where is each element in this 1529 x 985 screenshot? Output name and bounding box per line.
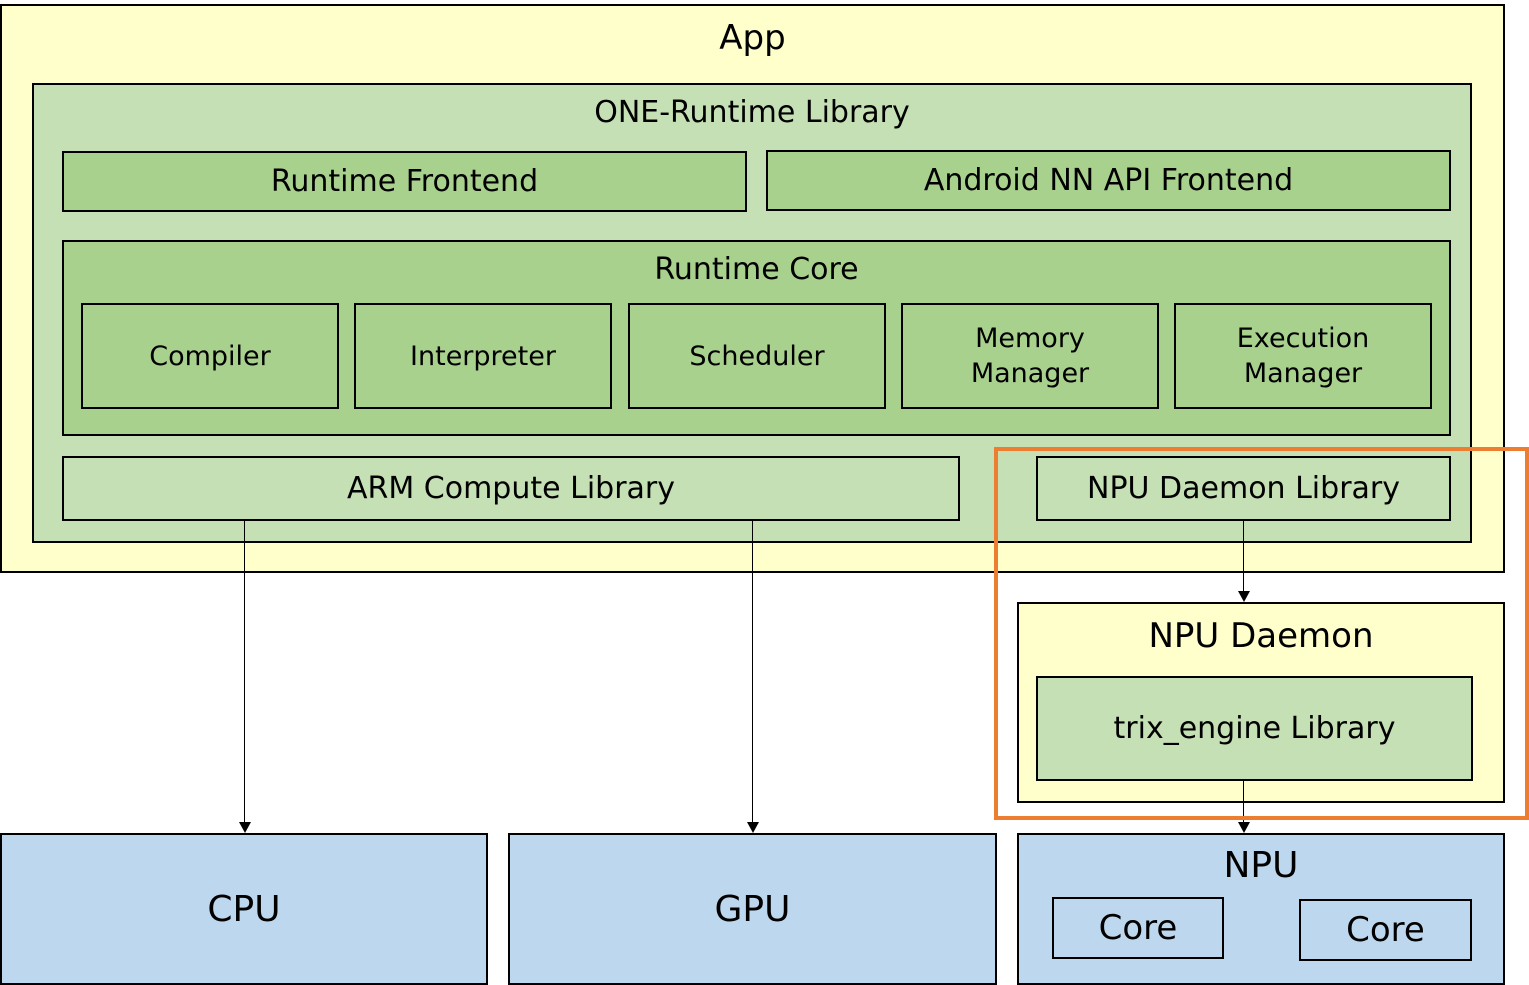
runtime-frontend: Runtime Frontend [62, 151, 747, 212]
runtime-frontend-label: Runtime Frontend [270, 164, 539, 199]
android-nn-api-frontend-label: Android NN API Frontend [923, 163, 1294, 198]
npu-core-1: Core [1052, 897, 1224, 959]
trix-engine-library-label: trix_engine Library [1113, 711, 1396, 746]
npu-lib-to-daemon-arrowhead-icon [1238, 591, 1250, 602]
trix-to-npu-arrowhead-icon [1238, 822, 1250, 833]
npu-core-1-label: Core [1098, 908, 1178, 948]
arm-compute-library: ARM Compute Library [62, 456, 960, 521]
arm-compute-library-label: ARM Compute Library [346, 471, 676, 506]
scheduler-module: Scheduler [628, 303, 886, 409]
memory-manager-module: Memory Manager [901, 303, 1159, 409]
one-runtime-library-title: ONE-Runtime Library [594, 95, 910, 130]
npu-path-highlight [994, 447, 1529, 820]
npu-daemon-title: NPU Daemon [1148, 616, 1374, 656]
runtime-core-title: Runtime Core [654, 252, 859, 287]
arm-to-cpu-arrowhead-icon [239, 822, 251, 833]
cpu-block: CPU [0, 833, 488, 985]
scheduler-label: Scheduler [689, 340, 825, 372]
execution-manager-module: Execution Manager [1174, 303, 1432, 409]
gpu-label: GPU [714, 888, 791, 930]
npu-core-2-label: Core [1346, 910, 1425, 950]
arm-to-gpu-line [752, 521, 753, 823]
trix-to-npu-line [1243, 781, 1244, 822]
trix-engine-library: trix_engine Library [1036, 676, 1473, 781]
npu-daemon-library-label: NPU Daemon Library [1087, 471, 1400, 506]
interpreter-module: Interpreter [354, 303, 612, 409]
memory-manager-label: Memory Manager [970, 323, 1090, 389]
gpu-block: GPU [508, 833, 997, 985]
npu-daemon-library: NPU Daemon Library [1036, 456, 1451, 521]
cpu-label: CPU [207, 888, 281, 930]
npu-lib-to-daemon-line [1243, 521, 1244, 592]
android-nn-api-frontend: Android NN API Frontend [766, 150, 1451, 211]
compiler-label: Compiler [149, 340, 271, 372]
app-title: App [719, 18, 786, 58]
npu-core-2: Core [1299, 899, 1472, 961]
npu-title: NPU [1223, 845, 1299, 886]
arm-to-cpu-line [244, 521, 245, 823]
execution-manager-label: Execution Manager [1236, 323, 1370, 389]
compiler-module: Compiler [81, 303, 339, 409]
arm-to-gpu-arrowhead-icon [747, 822, 759, 833]
interpreter-label: Interpreter [410, 340, 556, 372]
